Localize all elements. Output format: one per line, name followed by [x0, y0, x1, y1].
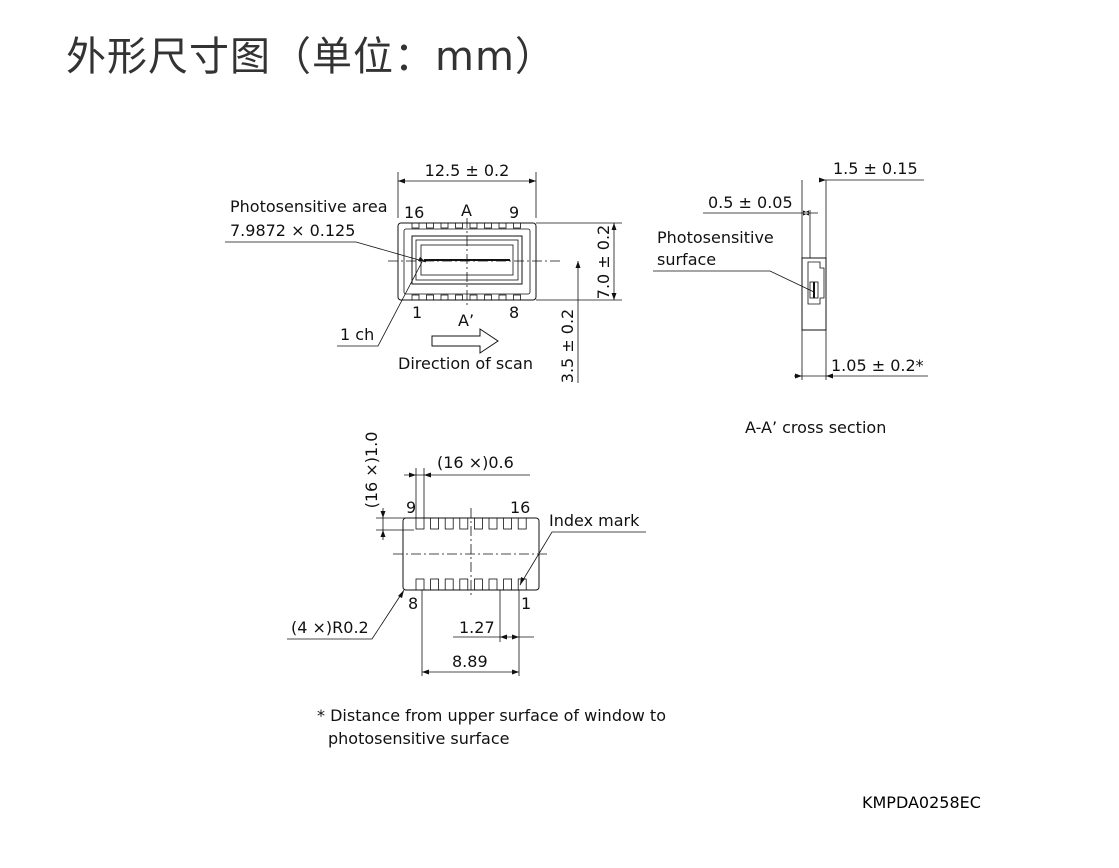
cross-section: 1.5 ± 0.15 0.5 ± 0.05 Photosensitive sur… — [653, 159, 928, 437]
bottom-view-pad — [444, 578, 454, 591]
top-view-pad — [455, 294, 463, 301]
top-view-pad — [498, 294, 507, 301]
top-view-pad — [469, 294, 478, 301]
top-view-pad — [440, 294, 449, 301]
width-dimension: 12.5 ± 0.2 — [425, 161, 510, 180]
bottom-pin-9-label: 9 — [406, 498, 416, 517]
pin-8-label: 8 — [509, 303, 519, 322]
document-code: KMPDA0258EC — [862, 793, 981, 812]
bottom-view-pad — [459, 517, 469, 530]
bottom-pin-1-label: 1 — [521, 594, 531, 613]
top-view-pad — [513, 222, 521, 229]
radius-label: (4 ×)R0.2 — [291, 618, 369, 637]
top-view-pad — [484, 294, 492, 301]
footnote-line1: * Distance from upper surface of window … — [317, 706, 666, 725]
scan-direction-label: Direction of scan — [398, 354, 533, 373]
bottom-view-pad — [459, 578, 469, 591]
bottom-view-pad — [444, 517, 454, 530]
pitch-dim: 1.27 — [459, 618, 495, 637]
cs-dim-top: 1.5 ± 0.15 — [833, 159, 918, 178]
pin-9-label: 9 — [509, 203, 519, 222]
top-view-pad — [440, 222, 449, 229]
top-view-pad — [469, 222, 478, 229]
surface-label-line1: Photosensitive — [657, 228, 774, 247]
bottom-view-pad — [488, 517, 498, 530]
bottom-view-pad — [503, 517, 513, 530]
height-dimension: 7.0 ± 0.2 — [594, 225, 613, 299]
top-view-pad — [484, 222, 492, 229]
pin-1-label: 1 — [412, 303, 422, 322]
ch-label: 1 ch — [340, 325, 374, 344]
bottom-view-pad — [503, 578, 513, 591]
top-view-pad — [426, 222, 434, 229]
photosensitive-area-label: Photosensitive area — [230, 197, 388, 216]
top-view-pad — [498, 222, 507, 229]
bottom-view-pad — [430, 517, 440, 530]
pin-length-dim: (16 ×)1.0 — [362, 432, 381, 509]
cs-dim-bottom: 1.05 ± 0.2* — [831, 356, 924, 375]
section-a-label: A — [461, 201, 472, 220]
bottom-view: (16 ×)0.6 (16 ×)1.0 9 16 8 1 Index mark … — [287, 432, 646, 676]
pin-16-label: 16 — [404, 203, 424, 222]
photosensitive-area-size: 7.9872 × 0.125 — [230, 221, 355, 240]
top-view-pad — [455, 222, 463, 229]
cs-dim-mid: 0.5 ± 0.05 — [708, 193, 793, 212]
span-dim: 8.89 — [452, 652, 488, 671]
bottom-pin-16-label: 16 — [510, 498, 530, 517]
offset-dimension: 3.5 ± 0.2 — [558, 309, 577, 383]
bottom-view-pad — [415, 517, 425, 530]
bottom-view-pad — [415, 578, 425, 591]
bottom-view-pad — [473, 517, 483, 530]
surface-label-line2: surface — [657, 250, 716, 269]
footnote-line2: photosensitive surface — [328, 729, 510, 748]
bottom-view-pad — [473, 578, 483, 591]
top-view-pad — [513, 294, 521, 301]
cross-section-caption: A-A’ cross section — [745, 418, 886, 437]
top-view-pad — [426, 294, 434, 301]
bottom-view-pad — [517, 517, 527, 530]
pin-width-dim: (16 ×)0.6 — [437, 453, 514, 472]
section-a-prime-label: A’ — [458, 311, 474, 330]
top-view: 12.5 ± 0.2 16 A 9 1 A’ 8 Photosensitive … — [225, 161, 622, 383]
bottom-pin-8-label: 8 — [408, 594, 418, 613]
page-title: 外形尺寸图（单位：mm） — [66, 34, 556, 80]
top-view-pad — [411, 222, 420, 229]
bottom-view-pad — [430, 578, 440, 591]
top-view-pad — [411, 294, 420, 301]
bottom-view-pad — [488, 578, 498, 591]
index-mark-label: Index mark — [549, 511, 640, 530]
